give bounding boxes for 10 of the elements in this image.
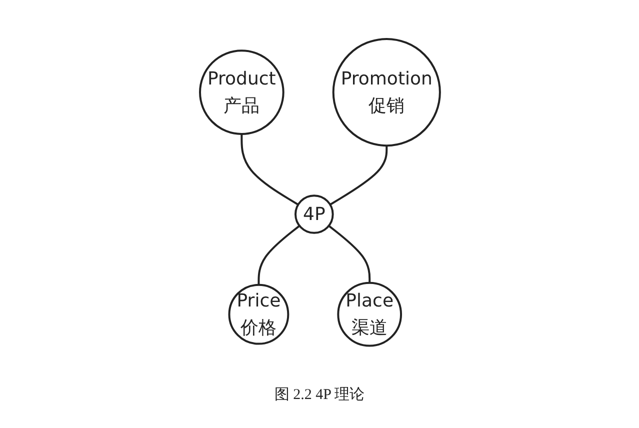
node-circle: 4P: [294, 194, 334, 234]
connector: [240, 134, 298, 206]
connector: [329, 146, 388, 206]
node-circle: Promotion 促销: [332, 38, 440, 147]
figure-caption: 图 2.2 4P 理论: [274, 387, 365, 403]
connector: [257, 225, 300, 285]
node-circle: Place 渠道: [336, 282, 402, 347]
node-circle: Price 价格: [228, 284, 289, 345]
node-circle: Product 产品: [198, 50, 284, 136]
connector: [328, 225, 370, 284]
